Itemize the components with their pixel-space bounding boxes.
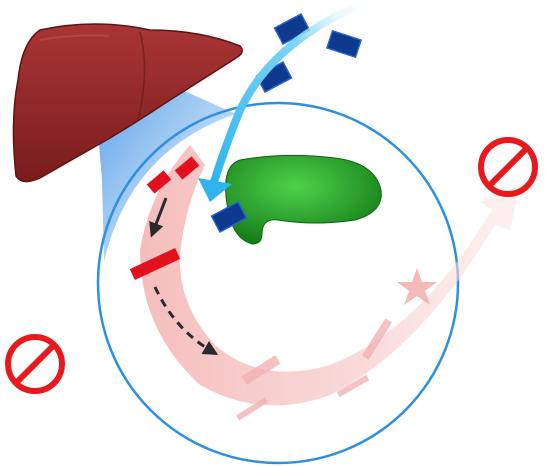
star-icon (397, 268, 437, 305)
step-arrow-solid (149, 197, 168, 238)
prohibited-icon (478, 137, 538, 197)
prohibited-icon (5, 334, 65, 394)
red-fragment-icon (361, 318, 393, 360)
red-fragment-icon (336, 374, 370, 398)
red-fragment-icon (241, 355, 281, 385)
liver-icon (12, 23, 243, 183)
red-fragment-icon (129, 247, 181, 281)
red-fragment-icon (174, 156, 200, 180)
blue-molecule-icon (326, 29, 362, 59)
faded-fragment-group (235, 268, 437, 421)
zoom-circle-icon (96, 101, 460, 465)
red-fragment-icon (146, 170, 172, 194)
gallbladder-organ-icon (225, 154, 382, 245)
step-arrow-dashed (153, 286, 219, 356)
inflow-arrow (198, 0, 376, 202)
red-fragment-group (129, 156, 200, 281)
blue-molecule-group-outside (255, 12, 362, 94)
red-fragment-icon (235, 397, 269, 421)
blue-molecule-icon (210, 200, 248, 234)
